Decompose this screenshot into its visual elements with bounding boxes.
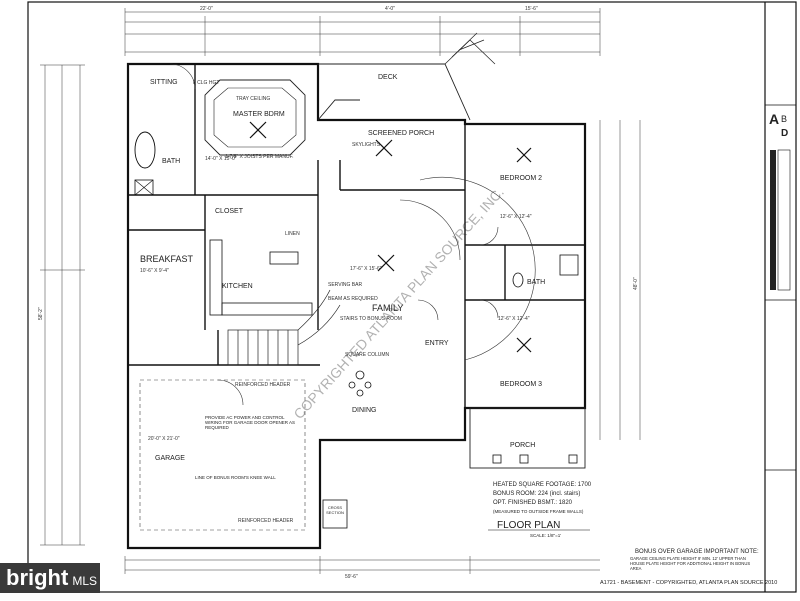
note-reinforced-header-2: REINFORCED HEADER <box>238 518 294 524</box>
toilet-icon <box>512 272 524 288</box>
dim-right-total: 48'-0" <box>633 277 639 290</box>
ceiling-fan-icon <box>377 254 395 272</box>
sink-icon <box>559 254 579 276</box>
note-garage-opener: PROVIDE AC POWER AND CONTROL WIRING FOR … <box>205 415 295 430</box>
bright-mls-logo: bright MLS <box>0 563 100 593</box>
dim-bedroom2: 12'-6" X 12'-4" <box>500 214 532 220</box>
title-mark-d: D <box>781 128 788 139</box>
floor-plan-title-visible: FLOOR PLAN <box>497 520 560 531</box>
dim-top-mid: 4'-0" <box>385 6 395 12</box>
dim-left-total: 58'-2" <box>38 307 44 320</box>
cross-section-label: CROSS SECTION <box>326 505 344 515</box>
room-label-kitchen: KITCHEN <box>222 283 253 290</box>
sheet-border <box>27 1 797 593</box>
room-label-bath-master: BATH <box>162 158 180 165</box>
cross-section-label-box: CROSS SECTION <box>326 505 344 515</box>
bonus-note-title: BONUS OVER GARAGE IMPORTANT NOTE: <box>635 549 759 555</box>
summary-measured: (MEASURED TO OUTSIDE FRAME WALLS) <box>493 509 584 514</box>
room-label-garage: GARAGE <box>155 455 185 462</box>
room-label-breakfast: BREAKFAST <box>140 254 194 264</box>
room-label-closet: CLOSET <box>215 208 244 215</box>
room-label-bedroom2: BEDROOM 2 <box>500 175 542 182</box>
room-label-family: FAMILY <box>372 303 403 313</box>
note-garage-opener-box: PROVIDE AC POWER AND CONTROL WIRING FOR … <box>205 415 295 430</box>
bathtub-icon <box>134 131 156 169</box>
sheet-footer: A1721 - BASEMENT - COPYRIGHTED, ATLANTA … <box>600 580 777 586</box>
dim-top-left: 22'-0" <box>200 6 213 12</box>
note-beam: BEAM AS REQUIRED <box>328 296 378 302</box>
garage-bonus-outline <box>139 379 306 531</box>
bonus-note-body: GARAGE CEILING PLATE HEIGHT 9' MIN. 12' … <box>630 556 751 571</box>
title-brand: PLAN SOURCE <box>771 172 777 215</box>
room-label-bath2: BATH <box>527 279 545 286</box>
shower-icon <box>134 179 154 196</box>
title-mark-a: A <box>769 111 779 127</box>
room-label-sitting: SITTING <box>150 79 178 86</box>
tray-ceiling-label: TRAY CEILING <box>236 96 270 102</box>
room-label-deck: DECK <box>378 74 398 81</box>
dim-master-bedroom: 14'-0" X 15'-0" <box>205 156 237 162</box>
note-stairs-bonus: STAIRS TO BONUS ROOM <box>340 316 402 322</box>
dim-bottom-total: 59'-6" <box>345 574 358 580</box>
dimension-ticks <box>40 8 601 574</box>
summary-heated: HEATED SQUARE FOOTAGE: 1700 <box>493 482 592 488</box>
dim-breakfast: 10'-6" X 9'-4" <box>140 268 169 274</box>
ceiling-fan-icon <box>516 337 532 353</box>
summary-bonus: BONUS ROOM: 224 (incl. stairs) <box>493 491 580 497</box>
note-knee-wall-box: LINE OF BONUS ROOM'S KNEE WALL <box>195 475 276 480</box>
deck-stair <box>444 32 496 65</box>
floor-plan-scale: SCALE: 1/8"=1' <box>530 533 561 538</box>
bonus-note-body-box: GARAGE CEILING PLATE HEIGHT 9' MIN. 12' … <box>630 556 751 571</box>
porch-columns <box>492 454 578 464</box>
skylights-label: SKYLIGHTS <box>352 142 381 148</box>
room-label-linen: LINEN <box>285 231 300 237</box>
summary-opt-finished: OPT. FINISHED BSMT.: 1820 <box>493 500 573 506</box>
dim-garage: 20'-0" X 21'-0" <box>148 436 180 442</box>
room-label-bedroom3: BEDROOM 3 <box>500 381 542 388</box>
chandelier-icon <box>348 370 372 397</box>
room-label-master-bedroom: MASTER BDRM <box>233 111 285 118</box>
room-label-dining: DINING <box>352 407 377 414</box>
title-mark-b: B <box>781 114 787 124</box>
ceiling-fan-icon <box>516 147 532 163</box>
note-serving-bar: SERVING BAR <box>328 282 362 288</box>
dim-family: 17'-6" X 15'-6" <box>350 266 382 272</box>
note-square-column: SQUARE COLUMN <box>345 352 390 358</box>
ceiling-fan-icon <box>249 121 267 139</box>
tray-ceiling-octagon <box>204 79 306 156</box>
note-joists: 1-7/8" X JOISTS PER MANUF. <box>225 154 293 160</box>
room-label-entry: ENTRY <box>425 340 449 347</box>
logo-word: bright <box>6 565 69 590</box>
door-swings <box>169 63 536 406</box>
room-label-porch: PORCH <box>510 442 535 449</box>
room-label-screened-porch: SCREENED PORCH <box>368 130 434 137</box>
cross-section-marker <box>322 499 348 529</box>
logo-suffix: MLS <box>72 574 98 588</box>
note-knee-wall: LINE OF BONUS ROOM'S KNEE WALL <box>195 475 276 480</box>
note-reinforced-header: REINFORCED HEADER <box>235 382 291 388</box>
stairs <box>227 289 341 366</box>
dim-bedroom3: 12'-6" X 12'-4" <box>498 316 530 322</box>
title-block-stripe <box>777 149 791 291</box>
note-ceiling-height: 8 CLG HGT <box>193 80 219 86</box>
kitchen-counters <box>209 239 313 316</box>
dim-top-right: 15'-6" <box>525 6 538 12</box>
interior-walls <box>128 64 585 408</box>
title-block-bar <box>770 150 776 290</box>
ceiling-fan-icon <box>375 139 393 157</box>
